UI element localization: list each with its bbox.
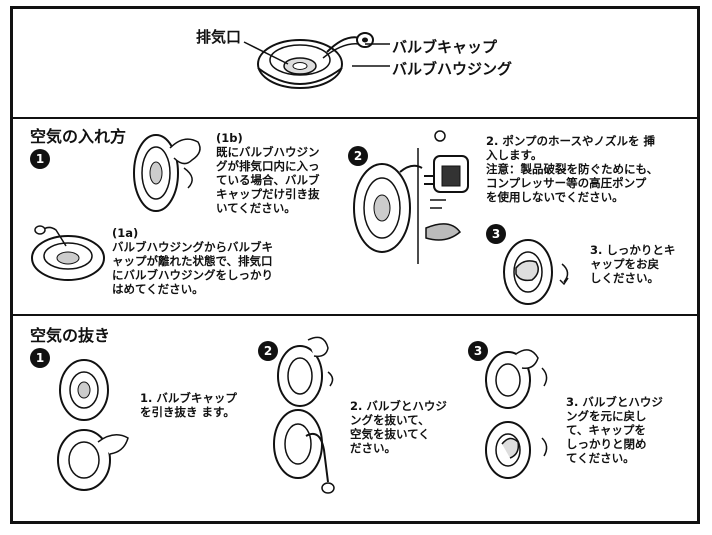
inflate-step-2-text: 2. ポンプのホースやノズルを 挿 入します。 注意：製品破裂を防ぐためにも、 … — [486, 134, 659, 204]
inflate-step-1-badge: 1 — [30, 149, 50, 169]
close-cap-illustration — [496, 238, 586, 308]
section-divider-middle — [10, 314, 700, 316]
valve-cap-label: バルブキャップ — [392, 38, 498, 56]
inflate-step-1a-text: バルブハウジングからバルブキ ャップが離れた状態で、排気口 にバルブハウジングを… — [112, 240, 273, 296]
deflate-step-1-badge: 1 — [30, 348, 50, 368]
inflate-heading: 空気の入れ方 — [30, 127, 127, 146]
callout-lines — [240, 38, 380, 88]
exhaust-port-label: 排気口 — [196, 28, 242, 46]
valve-overview-illustration — [255, 22, 405, 102]
deflate-step-3-badge: 3 — [468, 341, 488, 361]
deflate-close-valve-illustration — [480, 340, 560, 490]
deflate-open-valve-illustration — [274, 332, 354, 502]
valve-housing-label: バルブハウジング — [392, 60, 513, 78]
valve-insert-housing-illustration-1a — [28, 218, 108, 288]
deflate-step-3-text: 3. バルブとハウジ ングを元に戻し て、キャップを しっかりと閉め てください… — [566, 395, 663, 465]
inflate-step-3-badge: 3 — [486, 224, 506, 244]
section-divider-top — [10, 117, 700, 119]
instruction-sheet-border — [10, 6, 700, 524]
deflate-heading: 空気の抜き — [30, 326, 111, 345]
inflate-step-1b-text: 既にバルブハウジン グが排気口内に入っ ている場合、バルブ キャップだけ引き抜 … — [216, 145, 320, 215]
deflate-step-2-text: 2. バルブとハウジ ングを抜いて、 空気を抜いてく ださい。 — [350, 399, 447, 455]
deflate-pull-cap-illustration — [50, 356, 130, 496]
inflate-step-2-badge: 2 — [348, 146, 368, 166]
valve-pull-cap-illustration-1b — [126, 128, 206, 218]
inflate-step-3-text: 3. しっかりとキ ャップをお戻 しください。 — [590, 243, 676, 285]
inflate-step-1b-tag: (1b) — [216, 131, 243, 145]
deflate-step-1-text: 1. バルブキャップ を引き抜き ます。 — [140, 391, 237, 419]
pump-nozzle-illustration — [350, 128, 482, 268]
inflate-step-1a-tag: (1a) — [112, 226, 139, 240]
deflate-step-2-badge: 2 — [258, 341, 278, 361]
